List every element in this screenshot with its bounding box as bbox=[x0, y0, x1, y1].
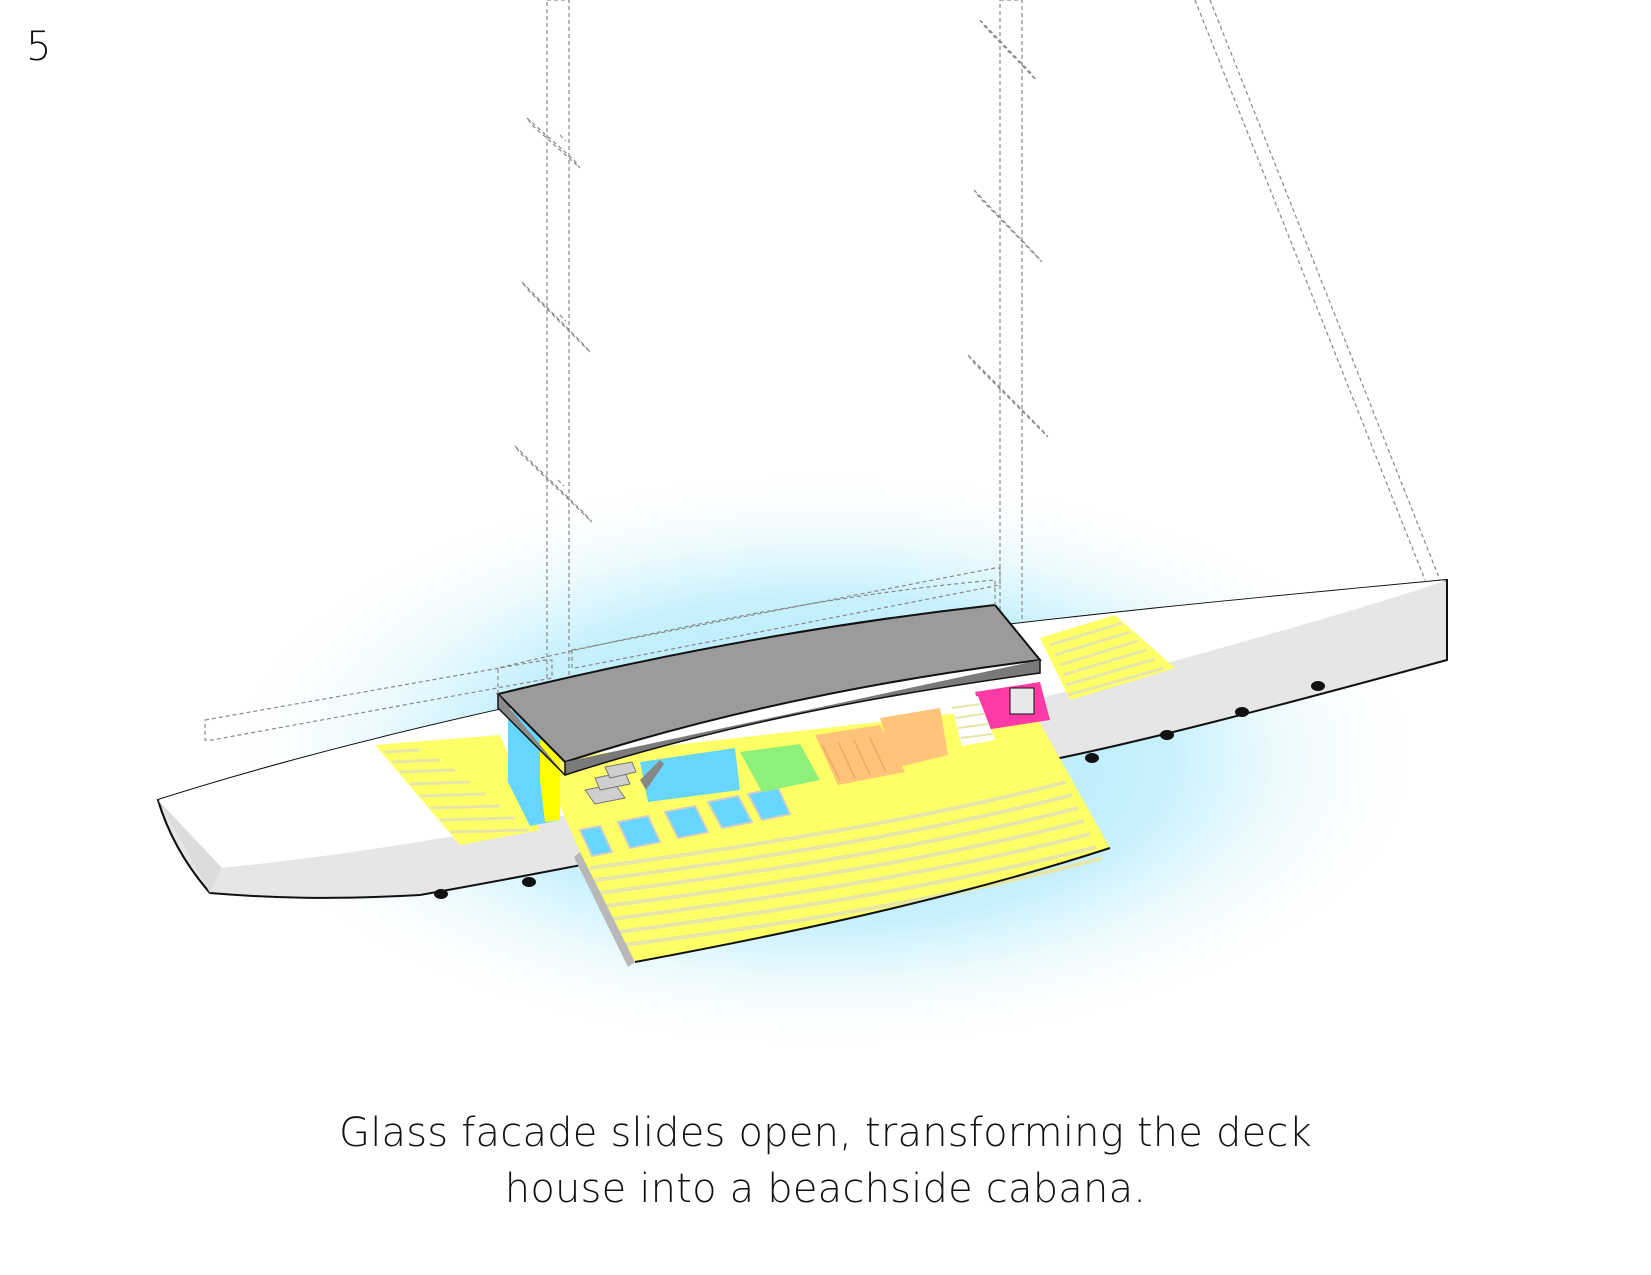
stern-steps bbox=[375, 735, 540, 845]
ghost-facade bbox=[497, 579, 996, 694]
caption-line-1: Glass facade slides open, transforming t… bbox=[339, 1110, 1312, 1156]
portholes bbox=[434, 681, 1325, 899]
caption: Glass facade slides open, transforming t… bbox=[0, 1105, 1651, 1217]
step-number: 5 bbox=[26, 24, 52, 70]
bow-steps bbox=[1040, 615, 1175, 700]
roof-slab bbox=[496, 603, 1042, 777]
skylights bbox=[578, 786, 792, 858]
caption-line-2: house into a beachside cabana. bbox=[504, 1166, 1147, 1212]
